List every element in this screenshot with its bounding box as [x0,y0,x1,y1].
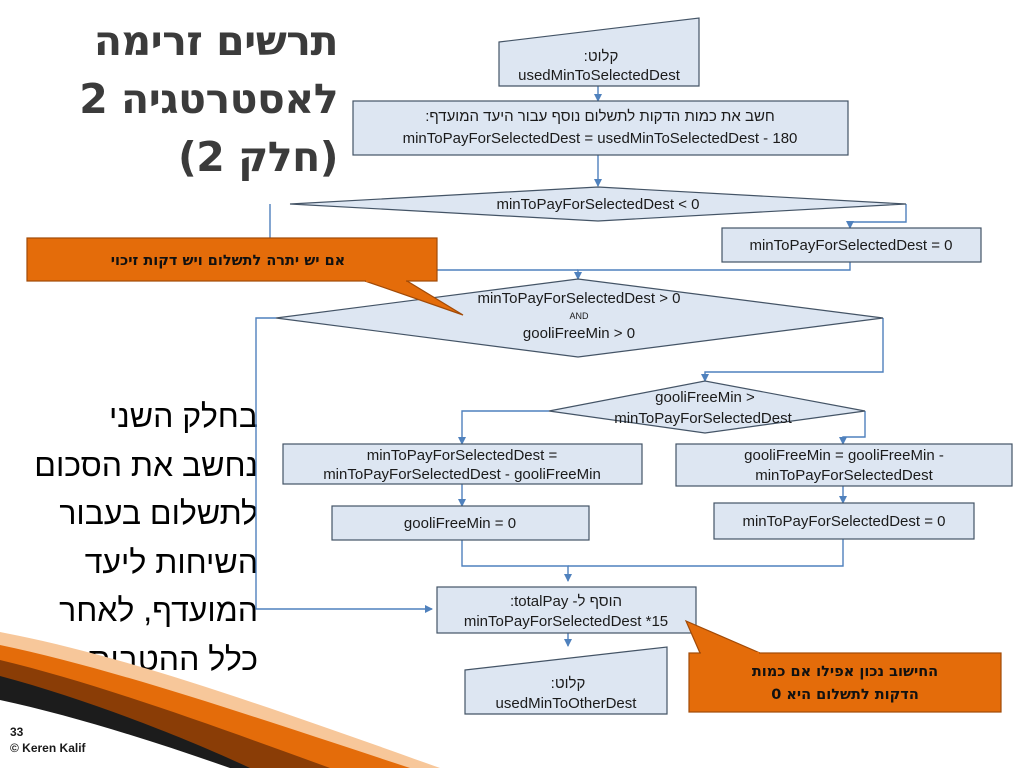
slide-title: תרשים זרימה לאסטרטגיה 2 (חלק 2) [20,12,338,186]
input-other-variable: usedMinToOtherDest [496,695,638,712]
decision-and-operator: AND [569,311,589,321]
decision-and-condition-1: minToPayForSelectedDest > 0 [477,290,680,307]
connector-line [846,204,907,229]
decision-negative-condition: minToPayForSelectedDest < 0 [496,196,699,213]
description-line: המועדף, לאחר [59,592,258,628]
input-other-node: קלוט: usedMinToOtherDest [464,646,668,715]
description-line: השיחות ליעד [84,543,258,580]
decision-and-condition-2: gooliFreeMin > 0 [523,325,635,342]
slide-title-line: תרשים זרימה [93,17,339,65]
flow-connectors [255,86,907,647]
connector-line [461,540,572,582]
compute-min-to-pay-node: חשב את כמות הדקות לתשלום נוסף עבור היעד … [352,100,849,156]
decision-compare-line-1: gooliFreeMin > [655,389,755,406]
input-used-min-node: קלוט: usedMinToSelectedDest [498,17,700,87]
callout-zero-note: החישוב נכון אפילו אם כמות הדקות לתשלום ה… [684,619,1002,713]
description-line: לתשלום בעבור [59,495,258,531]
right-zero-node: minToPayForSelectedDest = 0 [713,502,975,540]
copyright-text: © Keren Kalif [10,741,86,755]
corner-swoosh-decoration [0,632,440,768]
description-line: נחשב את הסכום [34,446,258,483]
set-zero-top-node: minToPayForSelectedDest = 0 [721,227,982,263]
right-zero-formula: minToPayForSelectedDest = 0 [742,513,945,530]
slide-footer: 33 © Keren Kalif [10,724,86,756]
slide-description: בחלק השני נחשב את הסכום לתשלום בעבור השי… [0,392,258,683]
right-subtract-node: gooliFreeMin = gooliFreeMin - minToPayFo… [675,443,1013,487]
decision-negative-node: minToPayForSelectedDest < 0 [289,186,907,222]
slide-title-line: לאסטרטגיה 2 [79,75,338,123]
connector-line [458,410,549,445]
input-used-min-label: קלוט: [584,48,619,65]
left-subtract-line-2: minToPayForSelectedDest - gooliFreeMin [323,466,601,483]
add-total-formula: minToPayForSelectedDest *15 [464,613,668,630]
decision-compare-node: gooliFreeMin > minToPayForSelectedDest [548,380,866,434]
connector-line [568,539,844,567]
decision-compare-line-2: minToPayForSelectedDest [614,410,792,427]
left-zero-node: gooliFreeMin = 0 [331,505,590,541]
set-zero-top-formula: minToPayForSelectedDest = 0 [749,237,952,254]
input-other-label: קלוט: [551,675,586,692]
compute-min-to-pay-description: חשב את כמות הדקות לתשלום נוסף עבור היעד … [425,108,775,125]
right-subtract-line-1: gooliFreeMin = gooliFreeMin - [744,447,944,464]
callout-remaining-minutes-text: אם יש יתרה לתשלום ויש דקות זיכוי [111,253,345,269]
add-total-node: הוסף ל- totalPay: minToPayForSelectedDes… [436,586,697,634]
page-number: 33 [10,725,24,739]
callout-zero-note-line-2: הדקות לתשלום היא 0 [771,687,919,703]
decision-and-node: minToPayForSelectedDest > 0 AND gooliFre… [275,278,884,358]
compute-min-to-pay-formula: minToPayForSelectedDest = usedMinToSelec… [403,130,798,147]
add-total-description: הוסף ל- totalPay: [510,593,622,610]
connector-line [839,411,866,445]
connector-line [255,317,433,613]
right-subtract-line-2: minToPayForSelectedDest [755,467,933,484]
slide-title-line: (חלק 2) [178,133,338,181]
callout-zero-note-line-1: החישוב נכון אפילו אם כמות [752,664,938,680]
callout-remaining-minutes: אם יש יתרה לתשלום ויש דקות זיכוי [26,237,464,316]
input-used-min-variable: usedMinToSelectedDest [518,67,681,84]
connector-line [701,318,884,382]
left-zero-formula: gooliFreeMin = 0 [404,515,516,532]
left-subtract-node: minToPayForSelectedDest = minToPayForSel… [282,443,643,485]
left-subtract-line-1: minToPayForSelectedDest = [367,447,558,464]
description-line: בחלק השני [108,398,258,434]
connector-line [574,262,851,280]
